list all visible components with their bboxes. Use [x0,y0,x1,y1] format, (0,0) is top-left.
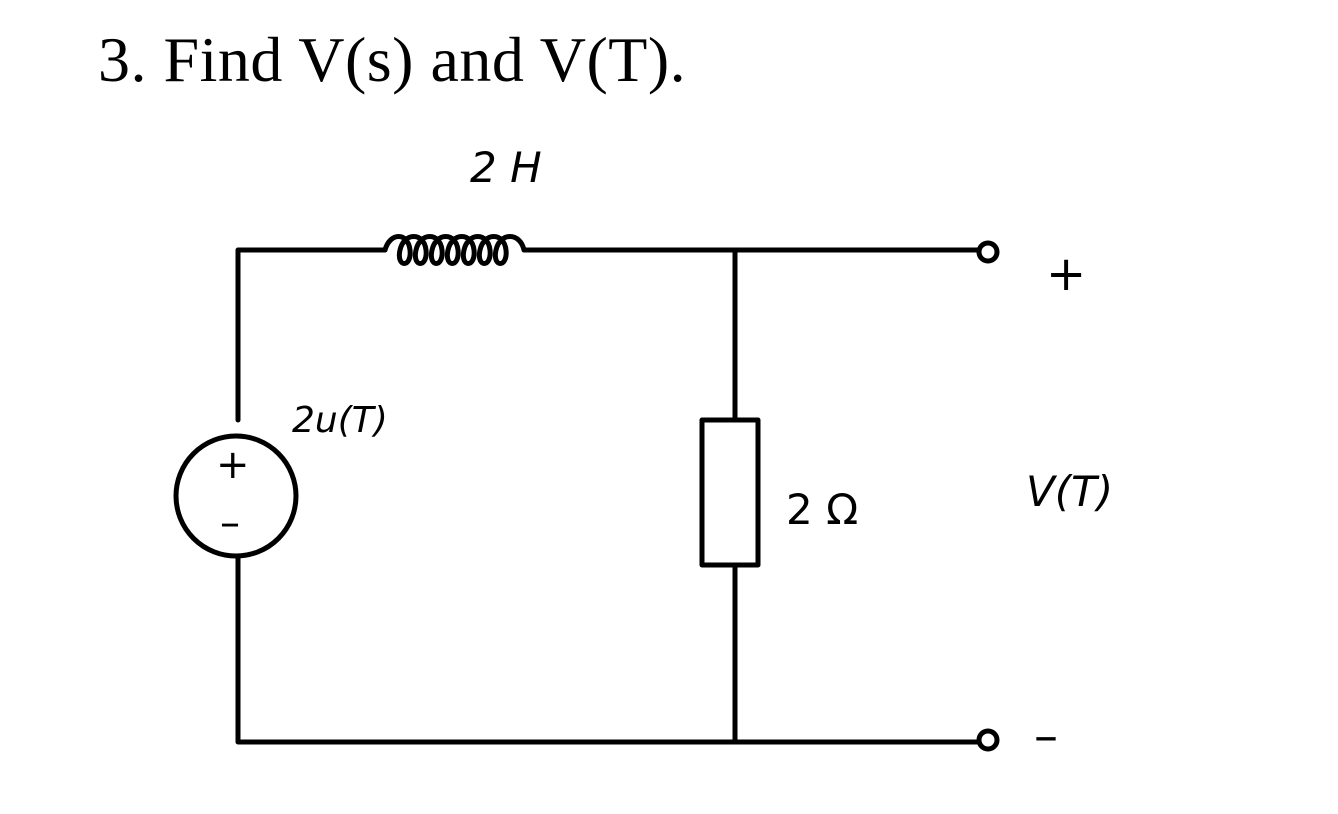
output-voltage-label: V(T) [1026,467,1113,516]
terminal-minus-node [976,728,1000,752]
resistor-label: 2 Ω [786,485,858,534]
problem-title: 3. Find V(s) and V(T). [98,24,687,95]
terminal-plus-label: + [1046,246,1086,302]
resistor [699,417,761,568]
terminal-plus-node [976,240,1000,264]
wire-left-top [235,247,388,423]
wire-left-bottom [235,553,981,745]
inductor-label: 2 H [470,143,542,192]
inductor-coil [382,234,548,266]
source-plus-sign: + [216,442,250,488]
terminal-minus-label: – [1034,708,1058,764]
source-minus-sign: – [220,500,240,546]
source-label: 2u(T) [292,400,388,441]
